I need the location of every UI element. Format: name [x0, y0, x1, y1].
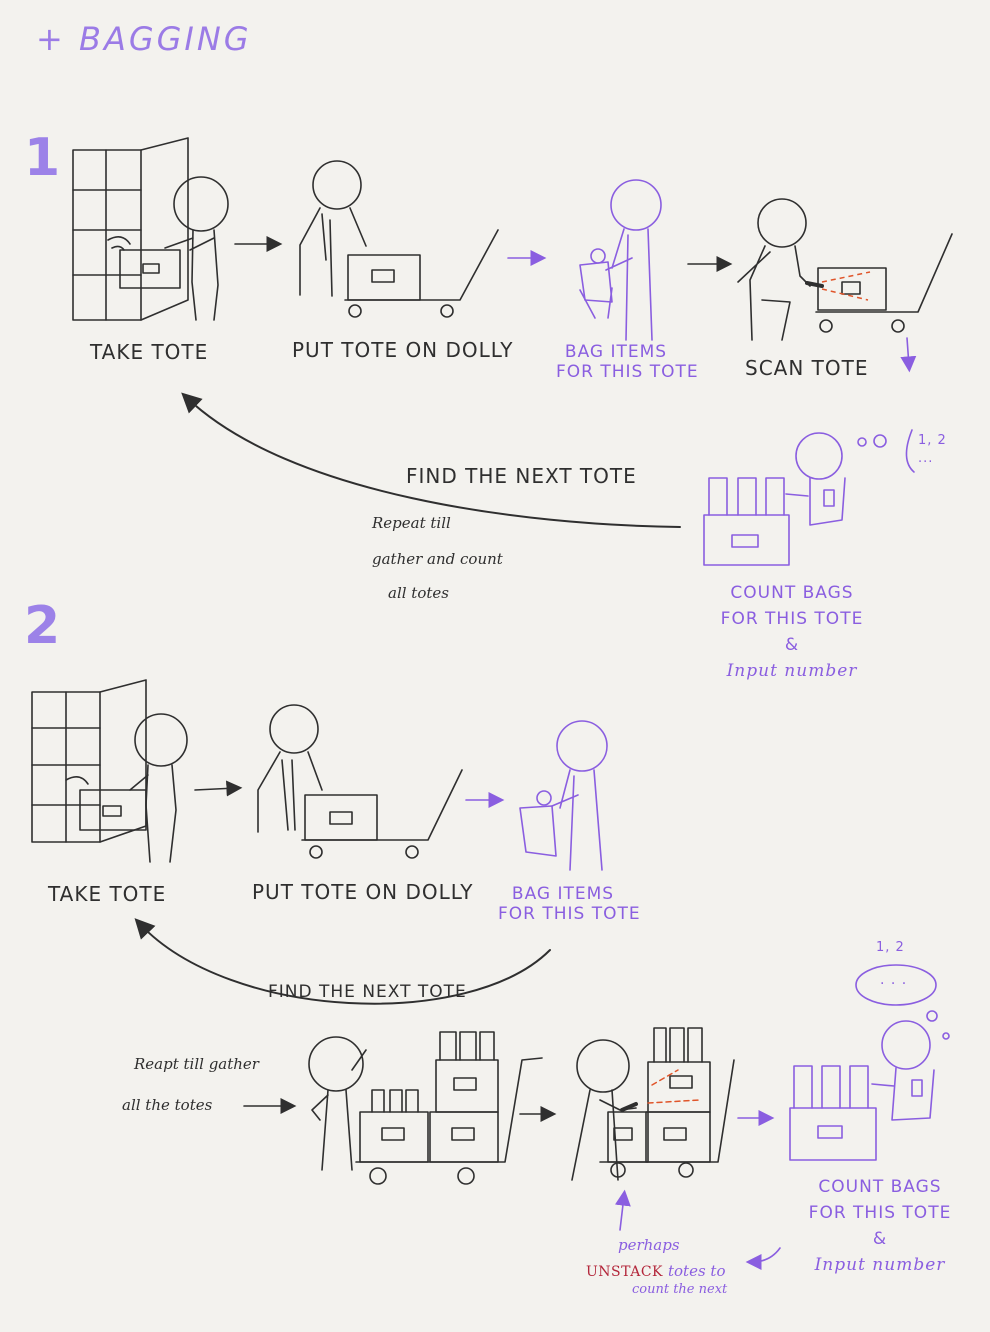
note-repeat-line3: all totes: [388, 584, 449, 602]
count2-line3: &: [872, 1229, 888, 1249]
person-take-tote-2: [79, 713, 188, 863]
person-put-tote-2: [257, 704, 463, 859]
label-find-next-tote: FIND THE NEXT TOTE: [406, 464, 637, 488]
note-unstack: UNSTACK: [586, 1264, 663, 1280]
person-count-bags-2: [789, 964, 950, 1161]
shelf-door-drawing: [72, 137, 189, 321]
count-line1: COUNT BAGS: [730, 583, 854, 603]
section-number-1: 1: [24, 128, 62, 188]
thought-numbers: 1, 2 ...: [918, 433, 947, 466]
count-line3: &: [784, 635, 800, 655]
note-perhaps: perhaps: [618, 1236, 680, 1254]
label-put-tote: PUT TOTE ON DOLLY: [292, 338, 514, 362]
section-number-2: 2: [24, 596, 62, 656]
count-line2: FOR THIS TOTE: [720, 609, 864, 629]
count2-line4: Input number: [814, 1255, 946, 1275]
person-scan-tote: [737, 198, 953, 341]
person-count-bags: [703, 429, 915, 566]
label-put-tote-2: PUT TOTE ON DOLLY: [252, 880, 474, 904]
label-bag-items: BAG ITEMS FOR THIS TOTE: [556, 342, 699, 382]
bag-items2-line1: BAG ITEMS: [511, 884, 615, 904]
person-unstack-totes: [571, 1027, 735, 1181]
shelf-door-drawing-2: [31, 679, 147, 843]
count-line4: Input number: [726, 661, 858, 681]
thought-dots-2: . . .: [880, 972, 908, 988]
bag-items-line2: FOR THIS TOTE: [556, 362, 699, 382]
person-bag-items: [579, 179, 662, 341]
note-totes-to: totes to: [668, 1262, 726, 1280]
person-gather-totes: [308, 1031, 543, 1185]
label-count-bags-2: COUNT BAGS FOR THIS TOTE & Input number: [800, 1174, 960, 1278]
thought-numbers-2: 1, 2: [876, 940, 905, 955]
person-bag-items-2: [519, 720, 608, 871]
label-take-tote-2: TAKE TOTE: [48, 882, 167, 906]
note-repeat-line2: gather and count: [372, 550, 503, 568]
note-repeat-line1: Repeat till: [372, 514, 451, 532]
label-count-bags: COUNT BAGS FOR THIS TOTE & Input number: [712, 580, 872, 684]
label-bag-items-2: BAG ITEMS FOR THIS TOTE: [498, 884, 641, 924]
note-reapt-line2: all the totes: [122, 1096, 213, 1114]
label-find-next-tote-2: FIND THE NEXT TOTE: [268, 982, 467, 1002]
person-put-tote: [299, 160, 499, 318]
count2-line2: FOR THIS TOTE: [808, 1203, 952, 1223]
page-title: + BAGGING: [36, 20, 252, 58]
note-count-next: count the next: [632, 1282, 728, 1297]
bag-items2-line2: FOR THIS TOTE: [498, 904, 641, 924]
count2-line1: COUNT BAGS: [818, 1177, 942, 1197]
note-reapt-line1: Reapt till gather: [134, 1055, 259, 1073]
label-scan-tote: SCAN TOTE: [745, 356, 869, 380]
person-take-tote: [119, 176, 229, 321]
label-take-tote: TAKE TOTE: [90, 340, 209, 364]
bag-items-line1: BAG ITEMS: [564, 342, 668, 362]
